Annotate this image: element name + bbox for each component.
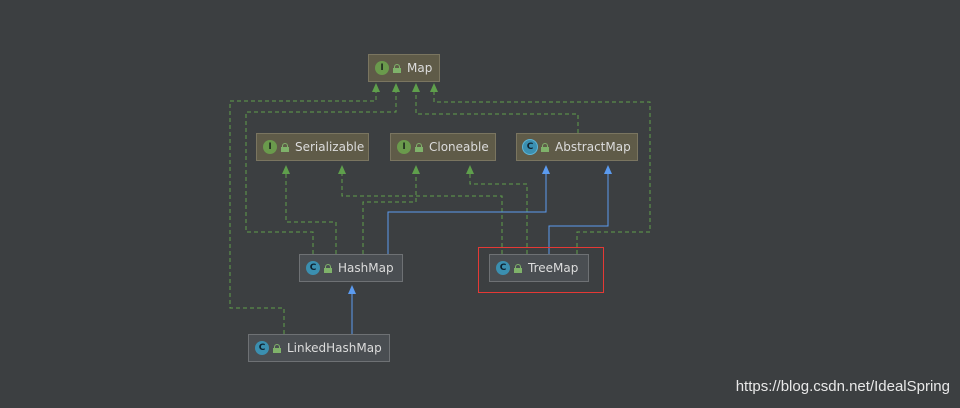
lock-icon	[415, 143, 423, 152]
arrowhead	[392, 83, 400, 92]
node-cloneable[interactable]: I Cloneable	[390, 133, 496, 161]
arrowhead	[348, 285, 356, 294]
watermark: https://blog.csdn.net/IdealSpring	[735, 378, 950, 395]
node-label: TreeMap	[528, 261, 579, 275]
edge-treemap-abstractmap	[548, 170, 609, 254]
arrowhead	[412, 83, 420, 92]
arrowhead	[282, 165, 290, 174]
arrowhead	[412, 165, 420, 174]
lock-icon	[514, 264, 522, 273]
node-label: AbstractMap	[555, 140, 631, 154]
edge-abstractmap-map	[415, 88, 579, 133]
arrowhead	[542, 165, 550, 174]
class-icon: C	[496, 261, 510, 275]
edge-hashmap-serializable	[285, 170, 337, 254]
edge-hashmap-abstractmap	[387, 170, 547, 254]
lock-icon	[281, 143, 289, 152]
interface-icon: I	[263, 140, 277, 154]
class-icon: C	[306, 261, 320, 275]
arrowhead	[430, 83, 438, 92]
lock-icon	[393, 64, 401, 73]
node-hashmap[interactable]: C HashMap	[299, 254, 403, 282]
node-serializable[interactable]: I Serializable	[256, 133, 369, 161]
arrowhead	[372, 83, 380, 92]
arrowhead	[338, 165, 346, 174]
node-treemap[interactable]: C TreeMap	[489, 254, 589, 282]
lock-icon	[324, 264, 332, 273]
arrowhead	[466, 165, 474, 174]
edge-linkedhashmap-map	[229, 88, 377, 334]
edge-hashmap-cloneable	[362, 170, 417, 254]
highlight-box	[478, 247, 604, 293]
edge-treemap-map	[433, 88, 651, 254]
node-abstractmap[interactable]: C AbstractMap	[516, 133, 638, 161]
node-linkedhashmap[interactable]: C LinkedHashMap	[248, 334, 390, 362]
node-label: Cloneable	[429, 140, 489, 154]
node-label: Serializable	[295, 140, 365, 154]
arrowheads	[282, 83, 612, 294]
interface-icon: I	[375, 61, 389, 75]
node-label: Map	[407, 61, 433, 75]
lock-icon	[541, 143, 549, 152]
edge-treemap-serializable	[341, 170, 503, 254]
interface-icon: I	[397, 140, 411, 154]
node-map[interactable]: I Map	[368, 54, 440, 82]
node-label: LinkedHashMap	[287, 341, 382, 355]
node-label: HashMap	[338, 261, 394, 275]
class-icon: C	[255, 341, 269, 355]
abstract-class-icon: C	[523, 140, 537, 154]
arrowhead	[604, 165, 612, 174]
edge-treemap-cloneable	[469, 170, 528, 254]
lock-icon	[273, 344, 281, 353]
edge-hashmap-map	[245, 88, 397, 254]
